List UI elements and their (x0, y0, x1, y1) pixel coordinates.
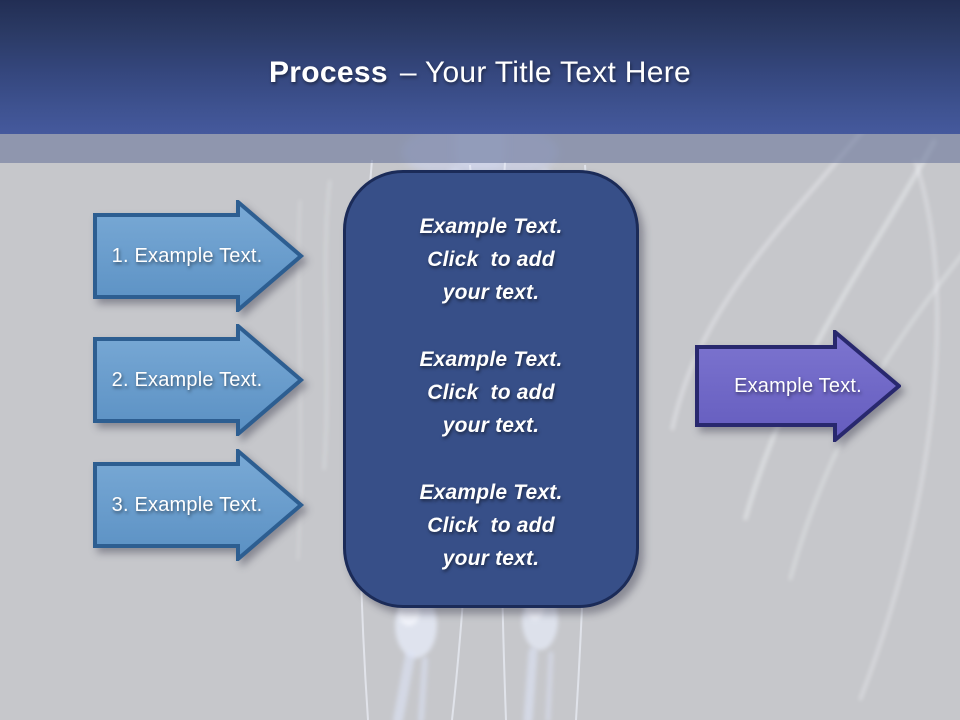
box-line: your text. (442, 281, 540, 304)
arrow-right-shape (93, 324, 305, 436)
text-block-3: Example Text. Click to add your text. (419, 476, 562, 575)
process-arrow-2 (93, 324, 305, 436)
text-block-1: Example Text. Click to add your text. (419, 210, 562, 309)
result-arrow (695, 330, 901, 442)
box-line: Example Text. (419, 215, 563, 238)
title-emphasis: Process (268, 56, 388, 89)
center-text-panel: Example Text. Click to add your text. Ex… (343, 170, 639, 608)
page-title: Process – Your Title Text Here (269, 56, 691, 90)
box-line: your text. (442, 414, 540, 437)
box-line: Click to add (427, 514, 555, 537)
arrow-right-shape (93, 200, 305, 312)
box-line: your text. (442, 547, 540, 570)
box-line: Example Text. (419, 348, 563, 371)
slide-header: Process – Your Title Text Here (0, 0, 960, 134)
process-arrow-3 (93, 449, 305, 561)
shin-bones (393, 647, 554, 720)
text-block-2: Example Text. Click to add your text. (419, 343, 562, 442)
title-rest: – Your Title Text Here (399, 56, 692, 89)
box-line: Click to add (427, 381, 555, 404)
box-line: Click to add (427, 248, 555, 271)
arrow-right-shape (695, 330, 901, 442)
process-arrow-1 (93, 200, 305, 312)
arrow-right-shape (93, 449, 305, 561)
box-line: Example Text. (419, 481, 563, 504)
subheader-strip (0, 134, 960, 163)
